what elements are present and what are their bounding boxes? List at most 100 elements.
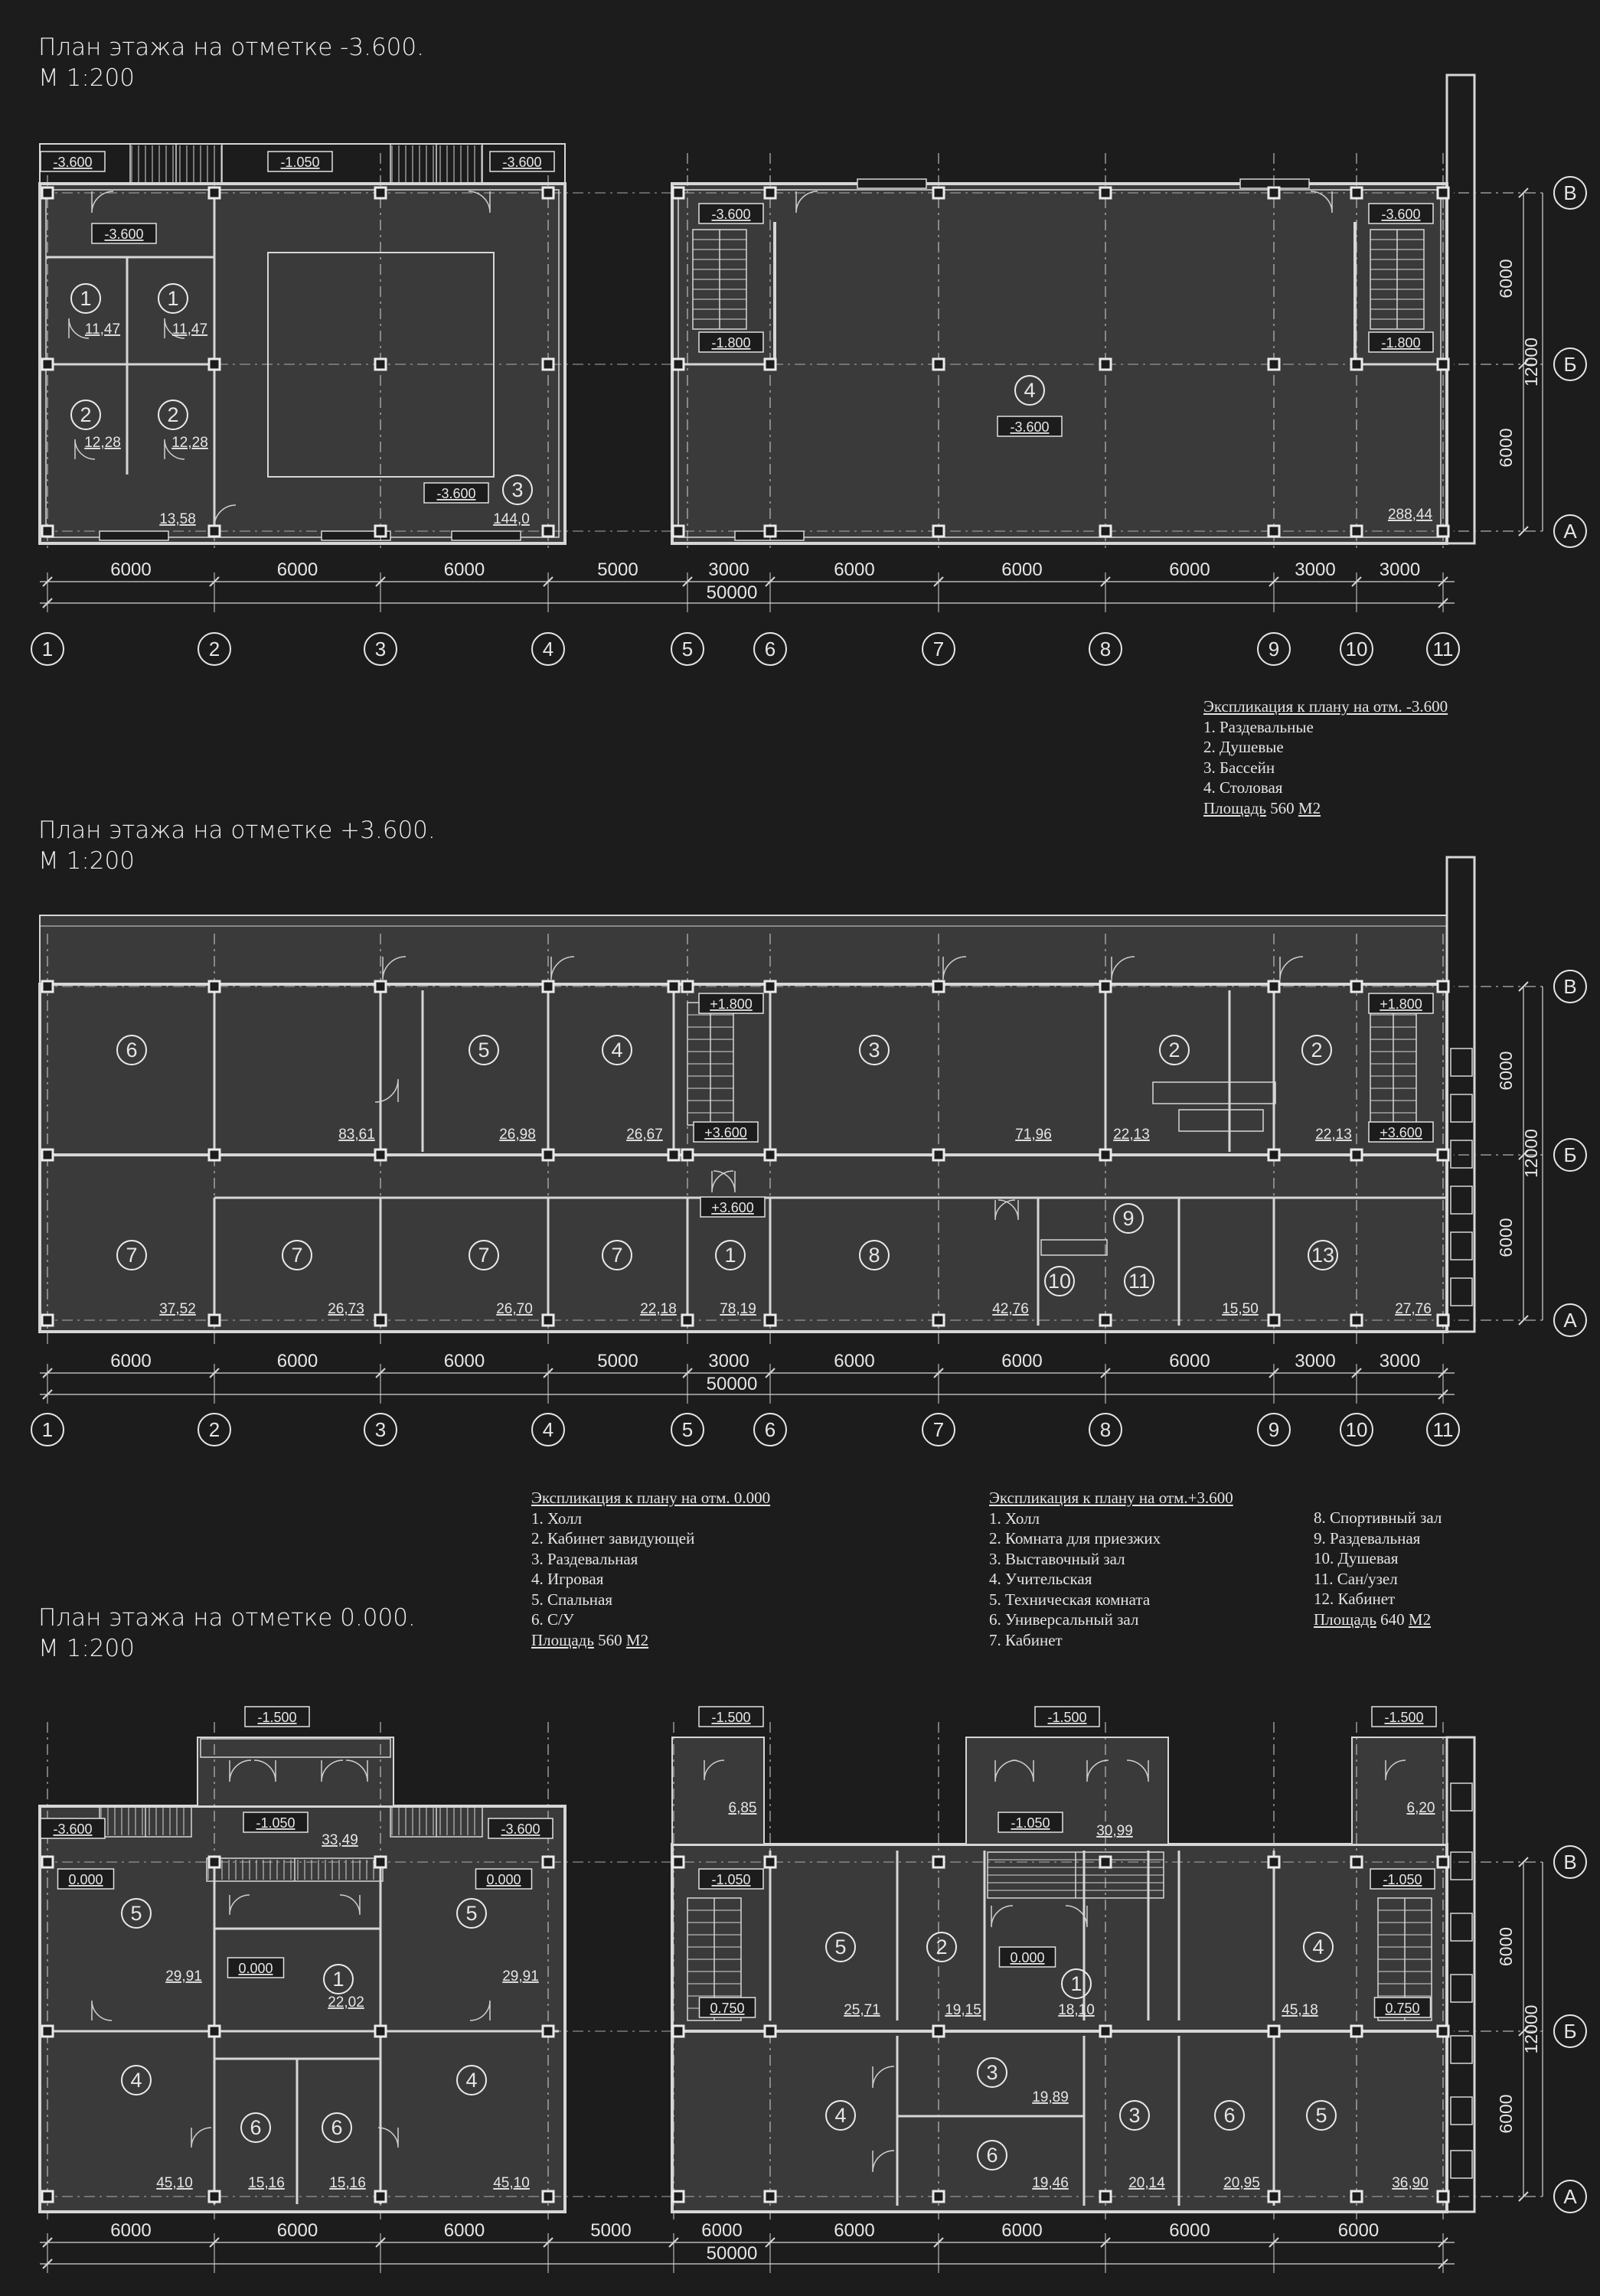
dimension-total: 50000 <box>707 582 758 603</box>
axis-marker <box>31 632 64 666</box>
elevation-value: -1.050 <box>711 1872 750 1887</box>
axis-label: А <box>1563 2185 1577 2208</box>
column <box>1267 1855 1281 1869</box>
room-number: 6 <box>126 1039 137 1062</box>
column <box>374 980 387 993</box>
axis-label: 9 <box>1269 1418 1279 1441</box>
room-number: 3 <box>1128 2104 1140 2127</box>
door-swing <box>229 1894 250 1916</box>
axis-label: Б <box>1563 353 1576 376</box>
dimension-tick <box>1518 2026 1529 2037</box>
elevation-mark <box>244 1706 310 1727</box>
elevation-mark <box>693 1121 759 1143</box>
axis-marker <box>1553 1845 1587 1879</box>
column <box>541 1313 555 1327</box>
window <box>99 530 169 541</box>
room-area: 37,52 <box>159 1301 196 1317</box>
window <box>1450 1140 1473 1169</box>
room-area: 144,0 <box>493 511 530 527</box>
axis-label: 10 <box>1346 638 1368 660</box>
room-number-marker <box>1119 2100 1150 2131</box>
axis-label: 1 <box>42 1418 53 1441</box>
elevation-value: -3.600 <box>1381 207 1420 222</box>
area-label: Площадь <box>1203 798 1266 817</box>
door-swing <box>164 439 185 460</box>
room-area: 29,91 <box>165 1968 202 1985</box>
column <box>763 980 777 993</box>
elevation-value: -3.600 <box>436 486 475 501</box>
column <box>541 1855 555 1869</box>
room-number: 1 <box>167 287 178 310</box>
elevation-value: 0.000 <box>68 1872 103 1887</box>
door-swing <box>795 191 818 214</box>
room-area: 6,85 <box>729 1800 757 1816</box>
room-number: 13 <box>1311 1244 1334 1267</box>
window <box>1450 1231 1473 1261</box>
axis-label: В <box>1563 975 1576 998</box>
room-number: 4 <box>130 2069 142 2092</box>
room-area: 15,16 <box>248 2175 285 2191</box>
axis-label: 3 <box>375 638 386 660</box>
axis-marker <box>1340 632 1373 666</box>
axis-label: А <box>1563 1309 1577 1332</box>
axis-label: В <box>1563 1851 1576 1874</box>
column <box>1267 186 1281 200</box>
explication-area: Площадь 560 М2 <box>1203 798 1448 819</box>
elevation-mark <box>1368 993 1434 1014</box>
door-swing <box>1111 956 1135 980</box>
axis-label: А <box>1563 520 1577 543</box>
dimension-value: 5000 <box>590 2220 631 2241</box>
column <box>41 980 54 993</box>
room-area: 11,47 <box>85 321 120 338</box>
explication-header: Экспликация к плану на отм. -3.600 <box>1203 697 1448 716</box>
axis-marker <box>1426 632 1460 666</box>
dimension-value: 6000 <box>277 559 318 580</box>
dimension-value: 6000 <box>1169 1351 1210 1371</box>
axis-marker <box>1553 2180 1587 2213</box>
elevation-mark <box>40 151 106 172</box>
kitchen-counter <box>1152 1081 1276 1104</box>
door-swing <box>91 2000 113 2021</box>
door-swing <box>91 191 114 214</box>
elevation-mark <box>1034 1706 1100 1727</box>
explication-item: 4. Игровая <box>531 1570 604 1588</box>
room-number-marker <box>70 400 101 430</box>
column <box>41 357 54 371</box>
door-swing <box>321 1760 344 1782</box>
explication-item: 2. Душевые <box>1203 738 1284 756</box>
room-number: 7 <box>126 1244 137 1267</box>
column <box>41 2024 54 2038</box>
dimension-value: 6000 <box>1496 2094 1516 2133</box>
column <box>671 524 685 538</box>
elevation-value: 0.000 <box>238 1961 273 1976</box>
dimension-value: 6000 <box>1338 2220 1379 2241</box>
area-unit: М2 <box>625 1630 649 1649</box>
elevation-mark <box>998 1812 1063 1833</box>
room-number-marker <box>1159 1035 1190 1065</box>
elevation-mark <box>1373 1997 1432 2018</box>
dimension-tick <box>42 1389 53 1400</box>
axis-label: 2 <box>209 1418 220 1441</box>
elevation-mark <box>267 151 333 172</box>
axis-label: 7 <box>933 1418 944 1441</box>
axis-marker <box>1553 176 1587 210</box>
room-number: 2 <box>1311 1039 1322 1062</box>
room-number-marker <box>1303 1932 1334 1962</box>
door-swing <box>164 318 185 339</box>
elevation-value: -1.800 <box>1381 335 1420 351</box>
door-swing <box>1011 1760 1034 1782</box>
door-swing <box>339 1894 361 1916</box>
column <box>671 2190 685 2203</box>
room-area: 71,96 <box>1015 1127 1052 1143</box>
column <box>207 1313 221 1327</box>
dimension-value: 6000 <box>444 2220 485 2241</box>
explication-item: 3. Раздевальная <box>531 1549 638 1568</box>
room-number-marker <box>825 1932 856 1962</box>
room-number-marker <box>602 1035 632 1065</box>
room-area: 26,67 <box>626 1127 663 1143</box>
door-swing <box>253 1760 276 1782</box>
room-area: 83,61 <box>338 1127 375 1143</box>
dimension-value: 6000 <box>110 2220 151 2241</box>
plan-title-minus: План этажа на отметке -3.600. М 1:200 <box>38 32 424 93</box>
elevation-value: -3.600 <box>104 227 143 242</box>
